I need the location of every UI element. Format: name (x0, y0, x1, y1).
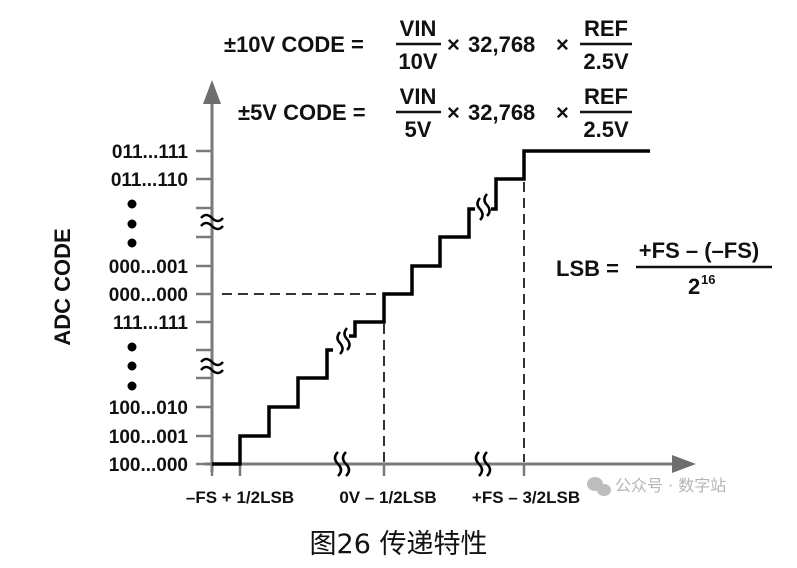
lsb-denominator-base: 2 (688, 274, 700, 299)
wechat-icon (587, 477, 611, 496)
eq1-frac2-denominator: 2.5V (583, 49, 629, 74)
eq2-times1: × (447, 100, 460, 125)
eq1-times1: × (447, 32, 460, 57)
y-tick-label: 011...111 (112, 142, 189, 163)
y-axis-ticks (196, 149, 212, 466)
equation-10v-code: ±10V CODE = VIN 10V × 32,768 × REF 2.5V (224, 16, 632, 74)
x-tick-labels: –FS + 1/2LSB 0V – 1/2LSB +FS – 3/2LSB (186, 488, 580, 507)
x-tick-label: +FS – 3/2LSB (472, 488, 580, 507)
eq1-frac2-numerator: REF (584, 16, 628, 41)
eq2-lhs: ±5V CODE = (238, 100, 366, 125)
ellipsis-dot-icon (127, 381, 137, 391)
staircase-break-icon (476, 193, 491, 221)
y-tick-labels: 011...111 011...110 000...001 000...000 … (109, 142, 189, 476)
eq2-times2: × (556, 100, 569, 125)
figure-caption: 图26 传递特性 (309, 529, 488, 560)
staircase-lower (212, 348, 333, 466)
ellipsis-dot-icon (127, 219, 137, 229)
ellipsis-dot-icon (127, 361, 137, 371)
x-axis-break-icon (333, 451, 351, 477)
y-tick-label: 100...000 (109, 455, 188, 476)
staircase-upper (491, 149, 650, 211)
x-axis-ticks (210, 464, 526, 476)
lsb-numerator: +FS – (–FS) (639, 238, 759, 263)
eq2-multiplier: 32,768 (468, 100, 535, 125)
y-axis-break-icon (200, 213, 224, 231)
y-axis-arrow-icon (203, 80, 221, 104)
y-axis-break-icon (200, 357, 224, 375)
eq1-frac1-denominator: 10V (398, 49, 437, 74)
lsb-denominator-exponent: 16 (701, 272, 715, 287)
y-tick-label: 011...110 (111, 170, 188, 191)
staircase-break-icon (336, 327, 351, 355)
y-tick-label: 100...001 (109, 427, 189, 448)
watermark: 公众号 · 数字站 (587, 476, 726, 496)
lsb-lhs: LSB = (556, 256, 619, 281)
x-tick-label: 0V – 1/2LSB (339, 488, 436, 507)
eq1-lhs: ±10V CODE = (224, 32, 364, 57)
x-tick-label: –FS + 1/2LSB (186, 488, 294, 507)
staircase-middle (349, 207, 475, 338)
eq2-frac1-numerator: VIN (400, 84, 437, 109)
x-axis (204, 451, 696, 477)
y-axis-title: ADC CODE (50, 228, 75, 345)
eq1-multiplier: 32,768 (468, 32, 535, 57)
x-axis-arrow-icon (672, 455, 696, 473)
equation-lsb: LSB = +FS – (–FS) 2 16 (556, 238, 772, 299)
y-tick-label: 111...111 (113, 313, 188, 334)
transfer-staircase (212, 149, 650, 466)
y-axis (196, 80, 224, 472)
guide-lines (222, 182, 525, 462)
x-axis-break-icon (474, 451, 492, 477)
y-tick-label: 100...010 (109, 398, 188, 419)
eq2-frac2-numerator: REF (584, 84, 628, 109)
eq1-frac1-numerator: VIN (400, 16, 437, 41)
equation-5v-code: ±5V CODE = VIN 5V × 32,768 × REF 2.5V (238, 84, 632, 142)
eq2-frac2-denominator: 2.5V (583, 117, 629, 142)
watermark-text: 公众号 · 数字站 (615, 476, 726, 495)
y-tick-label: 000...001 (109, 257, 189, 278)
ellipsis-dot-icon (127, 199, 137, 209)
ellipsis-dot-icon (127, 342, 137, 352)
eq2-frac1-denominator: 5V (405, 117, 432, 142)
ellipsis-dot-icon (127, 238, 137, 248)
eq1-times2: × (556, 32, 569, 57)
y-tick-label: 000...000 (109, 285, 188, 306)
